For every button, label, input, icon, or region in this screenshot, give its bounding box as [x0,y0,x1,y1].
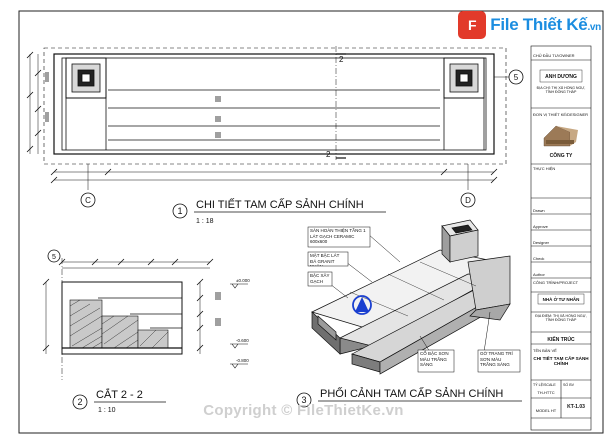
section-view-number: 2 [77,397,82,407]
axis-label-c: C [85,196,91,205]
tb-project-name: NHÀ Ở TƯ NHÂN [543,296,580,302]
section-view-title: CẮT 2 - 2 [96,388,143,401]
watermark-suffix: .vn [587,22,601,33]
section-level-1: ±0.000 [236,278,250,283]
tb-author: Author [533,272,545,277]
plan-view-scale: 1 : 18 [196,218,214,225]
site-watermark: F File Thiết Kế.vn [458,10,601,40]
copyright-watermark: Copyright © FileThietKe.vn [203,402,404,419]
axis-bubble-c [80,192,96,208]
tb-sheet-no-label: SỐ BV [563,382,575,387]
tb-location: ĐỊA ĐIỂM: THỊ XÃ HỒNG NGỰ, TỈNH ĐỒNG THÁ… [535,314,587,323]
tb-discipline: KIẾN TRÚC [547,336,575,343]
tb-owner-address: ĐỊA CHỈ: THỊ XÃ HỒNG NGỰ, TỈNH ĐỒNG THÁP [536,86,586,95]
section-axis-label: 5 [52,254,56,261]
tb-owner-name: ANH DƯƠNG [545,74,577,80]
tb-project-label: CÔNG TRÌNH/PROJECT [533,280,579,285]
plan-view-number: 1 [177,206,182,216]
tb-date: MODEL HT [536,408,557,413]
perspective-view-title: PHỐI CẢNH TAM CẤP SẢNH CHÍNH [320,386,503,400]
axis-label-5: 5 [514,73,519,82]
section-level-2: -0.600 [236,338,249,343]
company-logo-mark [352,295,372,315]
perspective-view [311,219,511,375]
tb-approved: Approve [533,224,549,229]
tb-company: CÔNG TY [550,151,573,159]
plan-view [26,46,510,190]
perspective-view-number: 3 [301,395,306,405]
note-brick-step: BẬC XÂY GẠCH [310,273,330,284]
note-step-riser: CỔ BẬC SƠN MÀU TRẮNG SÁNG [420,351,449,367]
tb-drawn-by: Drawn [533,208,545,213]
tb-consultant-label: ĐƠN VỊ THIẾT KẾ/DESIGNER [533,112,588,117]
axis-bubble-d [460,192,476,208]
note-floor-finish: SÀN HOÀN THIỆN TẦNG 1 LÁT GẠCH CERAMIC 6… [310,228,366,244]
watermark-badge-icon: F [458,11,487,39]
tb-sheet-title-label: TÊN BẢN VẼ [533,348,557,353]
note-decorative-trim: GỜ TRANG TRÍ SƠN MÀU TRẮNG SÁNG [480,351,513,367]
tb-owner-label: CHỦ ĐẦU TƯ/OWNER [533,53,575,58]
plan-view-title: CHI TIẾT TAM CẤP SẢNH CHÍNH [196,198,364,211]
tb-approval-label: THỰC HIỆN [533,166,555,171]
axis-label-d: D [465,196,471,205]
title-block [530,45,592,431]
section-level-3: -0.800 [236,358,249,363]
section-view [42,258,248,380]
axis-bubble-5 [508,69,524,85]
section-view-scale: 1 : 10 [98,407,116,414]
note-step-surface: MẶT BẬC LÁT ĐÁ GRANIT NHÂN [310,253,340,266]
tb-scale-value: TH-HTTC [537,390,554,395]
tb-sheet-title: CHI TIẾT TAM CẤP SẢNH CHÍNH [533,356,589,367]
company-logo-image [543,125,578,147]
tb-designer: Designer [533,240,550,245]
tb-checked: Check [533,256,544,261]
tb-scale-label: TỶ LỆ/SCALE [533,382,556,387]
section-mark-bottom: 2 [326,150,331,159]
watermark-brand: File Thiết Kế [490,15,588,34]
section-mark-top: 2 [339,55,344,64]
tb-sheet-no: KT-1.03 [567,404,585,410]
